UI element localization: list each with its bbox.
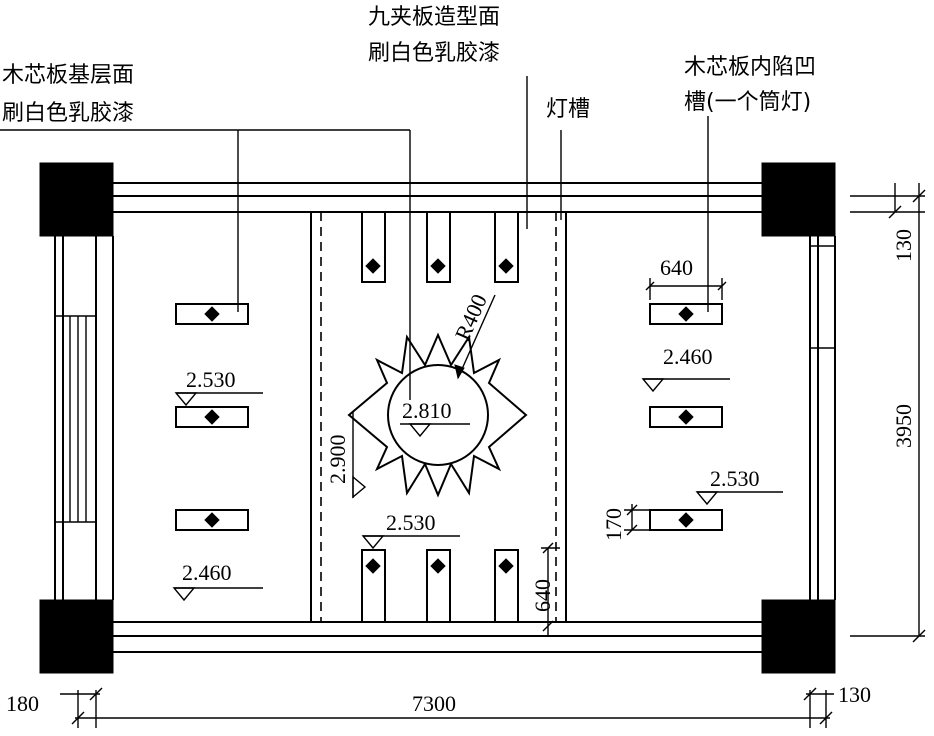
label-wood-base-line1: 木芯板基层面 — [2, 63, 134, 88]
label-recess-line2: 槽(一个筒灯) — [684, 90, 811, 115]
sun-motif — [347, 332, 528, 498]
elevation-right-lower: 2.530 — [710, 466, 760, 491]
column-top-right — [761, 162, 836, 237]
column-bottom-left — [39, 599, 114, 674]
label-plywood-line2: 刷白色乳胶漆 — [368, 41, 500, 66]
annotation-labels: 木芯板基层面 刷白色乳胶漆 九夹板造型面 刷白色乳胶漆 灯槽 木芯板内陷凹 槽(… — [2, 5, 816, 126]
label-recess-line1: 木芯板内陷凹 — [684, 55, 816, 80]
central-zone — [310, 212, 567, 622]
elevation-right-upper: 2.460 — [663, 344, 713, 369]
elevation-center-circle: 2.810 — [402, 398, 452, 423]
label-light-trough: 灯槽 — [546, 97, 590, 122]
sun-circle — [387, 364, 489, 466]
structure — [39, 162, 836, 674]
dim-trough-depth: 640 — [530, 579, 555, 612]
elevation-left-upper: 2.530 — [186, 367, 236, 392]
dim-top-offset: 130 — [891, 229, 916, 262]
label-plywood-line1: 九夹板造型面 — [368, 5, 500, 30]
elevation-left-lower: 2.460 — [182, 560, 232, 585]
dim-slot-height: 170 — [601, 508, 626, 541]
dim-slot-width: 640 — [660, 255, 693, 280]
leader-lines — [0, 76, 709, 400]
sun-rays — [347, 332, 528, 498]
dimension-lines — [60, 183, 926, 728]
dim-left-offset: 180 — [6, 691, 39, 716]
elevation-markers — [172, 378, 783, 602]
column-bottom-right — [761, 599, 836, 674]
dim-right-offset: 130 — [838, 682, 871, 707]
downlights — [175, 211, 723, 623]
dim-total-width: 7300 — [412, 691, 456, 716]
label-wood-base-line2: 刷白色乳胶漆 — [2, 101, 134, 126]
elevation-center-side: 2.900 — [325, 435, 350, 485]
dim-total-height: 3950 — [891, 404, 916, 448]
column-top-left — [39, 162, 114, 237]
elevation-values: 2.530 2.460 2.810 2.900 2.530 2.460 2.53… — [182, 344, 760, 585]
elevation-center-lower: 2.530 — [386, 510, 436, 535]
